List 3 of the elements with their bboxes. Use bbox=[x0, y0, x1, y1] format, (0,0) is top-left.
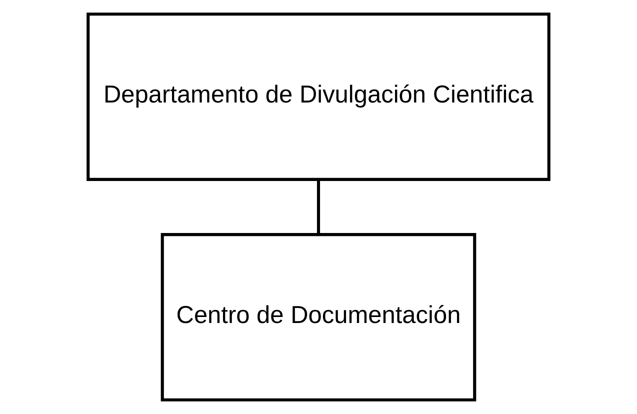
node-box: Departamento de Divulgación Cientifica bbox=[86, 12, 550, 181]
node-box: Centro de Documentación bbox=[160, 233, 476, 402]
connector bbox=[316, 180, 320, 234]
